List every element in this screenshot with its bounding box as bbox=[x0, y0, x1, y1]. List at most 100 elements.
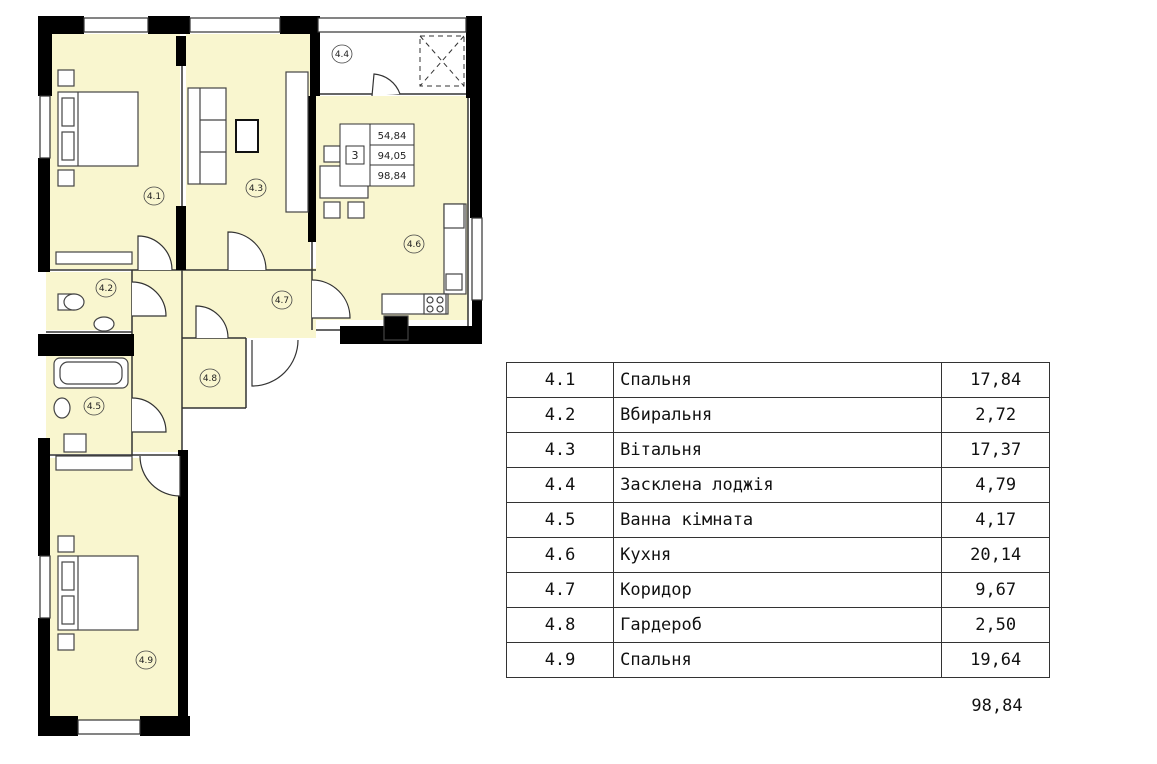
legend-room-name: Спальня bbox=[613, 362, 943, 398]
floor-plan: 3 54,84 94,05 98,84 4.1 bbox=[38, 16, 483, 736]
room-tag-4-8: 4.8 bbox=[203, 374, 218, 384]
door-swing bbox=[227, 231, 267, 271]
wall-segment bbox=[280, 16, 318, 34]
legend-room-area: 17,84 bbox=[941, 362, 1050, 398]
outer-walls bbox=[38, 16, 482, 736]
door-swing bbox=[131, 281, 167, 317]
nightstand bbox=[57, 69, 75, 87]
legend-room-name: Вітальня bbox=[613, 432, 943, 468]
legend-room-area: 20,14 bbox=[941, 537, 1050, 573]
burner bbox=[426, 305, 434, 313]
legend-row: 4.1 Спальня 17,84 bbox=[505, 362, 1050, 398]
skylight-diag bbox=[419, 35, 465, 87]
legend-row: 4.3 Вітальня 17,37 bbox=[505, 432, 1050, 468]
badge-rooms-cell bbox=[345, 145, 365, 165]
chair bbox=[323, 201, 341, 219]
bed-pillow bbox=[61, 595, 75, 625]
wall-segment bbox=[38, 334, 134, 356]
wall-segment bbox=[38, 16, 52, 96]
door-swing bbox=[137, 235, 173, 271]
window bbox=[83, 17, 149, 33]
room-tag-4-4: 4.4 bbox=[335, 50, 350, 60]
nightstand bbox=[57, 633, 75, 651]
badge-area-living: 54,84 bbox=[378, 131, 407, 142]
door-swing bbox=[311, 279, 351, 319]
legend-room-area: 17,37 bbox=[941, 432, 1050, 468]
room-tag-4-2: 4.2 bbox=[99, 284, 113, 294]
room-tag-circle bbox=[143, 186, 165, 206]
room-tag-labels: 4.1 4.2 4.3 4.4 4.5 4.6 4.7 4.8 4.9 bbox=[87, 50, 422, 666]
door-swing bbox=[371, 73, 401, 97]
window bbox=[317, 17, 467, 33]
furniture bbox=[53, 357, 133, 471]
room-tag-circle bbox=[83, 396, 105, 416]
wall-segment bbox=[310, 16, 320, 96]
wall-segment bbox=[176, 206, 186, 270]
legend-row: 4.8 Гардероб 2,50 bbox=[505, 607, 1050, 643]
legend-room-number: 4.5 bbox=[505, 502, 615, 538]
room-tag-circle bbox=[331, 44, 353, 64]
wall-segment bbox=[176, 36, 186, 66]
badge-rooms: 3 bbox=[352, 149, 359, 162]
burner bbox=[426, 296, 434, 304]
bed-pillow bbox=[61, 561, 75, 591]
badge-area-total: 94,05 bbox=[378, 151, 407, 162]
bathtub-inner bbox=[59, 361, 123, 385]
washing-machine bbox=[63, 433, 87, 453]
fridge bbox=[443, 203, 465, 229]
legend-room-number: 4.8 bbox=[505, 607, 615, 643]
wall-segment bbox=[308, 96, 316, 242]
legend-room-name: Ванна кімната bbox=[613, 502, 943, 538]
room-legend-table: 4.1 Спальня 17,84 4.2 Вбиральня 2,72 4.3… bbox=[505, 362, 1050, 678]
wc-sink bbox=[93, 316, 115, 332]
legend-room-number: 4.4 bbox=[505, 467, 615, 503]
toilet-bowl bbox=[63, 293, 85, 311]
legend-room-area: 4,79 bbox=[941, 467, 1050, 503]
room-tag-circle bbox=[95, 278, 117, 298]
sink bbox=[445, 273, 463, 291]
room-tag-circle bbox=[271, 290, 293, 310]
legend-row: 4.6 Кухня 20,14 bbox=[505, 537, 1050, 573]
room-tag-4-6: 4.6 bbox=[407, 240, 422, 250]
legend-room-area: 19,64 bbox=[941, 642, 1050, 678]
burner bbox=[436, 305, 444, 313]
chair bbox=[347, 201, 365, 219]
furniture bbox=[55, 69, 139, 265]
room-tag-circle bbox=[199, 368, 221, 388]
wall-segment bbox=[178, 450, 188, 736]
legend-room-area: 4,17 bbox=[941, 502, 1050, 538]
badge-area-total-loggia: 98,84 bbox=[378, 171, 407, 182]
wall-segment bbox=[470, 98, 482, 218]
room-tag-circle bbox=[245, 178, 267, 198]
window bbox=[39, 555, 51, 619]
legend-room-area: 2,72 bbox=[941, 397, 1050, 433]
dresser bbox=[55, 251, 133, 265]
room-tag-4-5: 4.5 bbox=[87, 402, 101, 412]
doors bbox=[131, 73, 401, 497]
wall-segment bbox=[38, 158, 50, 272]
nightstand bbox=[57, 169, 75, 187]
skylight-frame bbox=[419, 35, 465, 87]
legend-row: 4.5 Ванна кімната 4,17 bbox=[505, 502, 1050, 538]
legend-room-area: 9,67 bbox=[941, 572, 1050, 608]
legend-row: 4.9 Спальня 19,64 bbox=[505, 642, 1050, 678]
legend-row: 4.4 Засклена лоджія 4,79 bbox=[505, 467, 1050, 503]
loggia-skylight bbox=[419, 35, 465, 87]
boiler bbox=[383, 315, 409, 341]
room-tag-4-7: 4.7 bbox=[275, 296, 289, 306]
bed-pillow bbox=[61, 131, 75, 161]
legend-room-name: Кухня bbox=[613, 537, 943, 573]
legend-room-number: 4.1 bbox=[505, 362, 615, 398]
room-tag-circle bbox=[135, 650, 157, 670]
bath-sink bbox=[53, 397, 71, 419]
door-swing bbox=[195, 305, 229, 339]
legend-room-area: 2,50 bbox=[941, 607, 1050, 643]
nightstand bbox=[57, 535, 75, 553]
tv-cabinet bbox=[285, 71, 309, 213]
room-tag-circle bbox=[403, 234, 425, 254]
legend-row: 4.7 Коридор 9,67 bbox=[505, 572, 1050, 608]
skylight-diag bbox=[419, 35, 465, 87]
wall-segment bbox=[38, 716, 78, 736]
chair bbox=[323, 145, 341, 163]
window bbox=[39, 95, 51, 159]
